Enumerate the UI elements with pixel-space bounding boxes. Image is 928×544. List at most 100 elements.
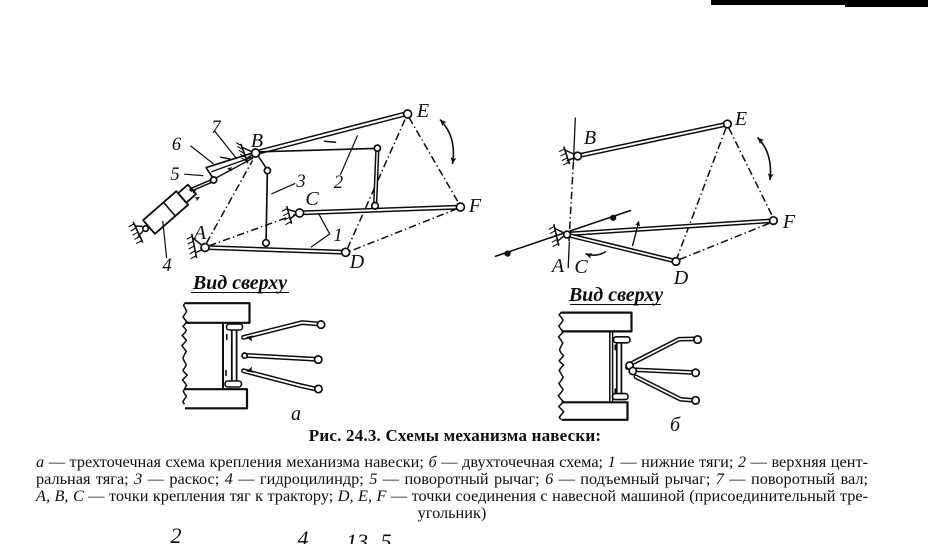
legend-text: — гидроцилиндр; <box>232 468 370 488</box>
legend-line: А, В, С — точки крепления тяг к трактору… <box>36 487 868 504</box>
frame-cap-bottom <box>611 392 629 401</box>
support-hatch-C-bracket <box>289 213 297 221</box>
label-3: 3 <box>295 172 305 192</box>
left-raskos <box>265 172 269 241</box>
legend-line: а — трехточечная схема крепления механиз… <box>36 451 868 471</box>
link-top-core <box>631 338 695 364</box>
vertical-axis-bottom <box>567 241 570 269</box>
legend-text: — подъемный рычаг; <box>553 468 716 488</box>
arrow-head <box>635 220 640 227</box>
next-figure-cutoff-label: 2 <box>170 523 182 544</box>
label-7: 7 <box>211 118 221 138</box>
support-hatch-B-tick <box>561 157 568 162</box>
support-hatch-A-tick <box>549 230 556 235</box>
tractor-wheel-bottom <box>185 388 249 410</box>
label-6: 6 <box>172 135 182 155</box>
legend-text: ральная тяга; <box>36 468 135 488</box>
leader-3 <box>271 183 296 195</box>
axis-E-D <box>676 127 727 259</box>
legend-text: — трехточечная схема крепления механизма… <box>44 451 429 471</box>
top-view-title-b: Вид сверху <box>568 284 664 306</box>
legend-term: D, E, F <box>337 485 387 505</box>
top-view-a: а <box>181 302 326 425</box>
link-top-end <box>316 320 326 330</box>
lift-lever-dash <box>219 156 231 160</box>
arrow-head <box>585 253 593 259</box>
scan-edge-bar-right <box>845 0 928 7</box>
link-bottom-core <box>634 375 693 402</box>
legend-text: — точки соединения с навесной машиной (п… <box>386 485 869 505</box>
subfigure-label-a: а <box>291 403 301 425</box>
frame-cap-top <box>225 323 244 331</box>
link-top-end <box>693 335 703 345</box>
support-hatch-B-tick <box>239 153 246 158</box>
support-hatch-A-bracket <box>554 227 564 234</box>
ball-joint-left <box>504 250 511 257</box>
link-middle-core <box>245 354 316 361</box>
cylinder-piston-line <box>162 201 177 217</box>
legend-text: — двухточечная схема; <box>436 451 608 471</box>
scan-edge-bar <box>711 0 928 5</box>
support-hatch-B-bracket <box>564 149 574 155</box>
legend-text: — нижние тяги; <box>615 451 738 471</box>
lever-corner-to-joint <box>205 167 214 179</box>
cylinder-body <box>142 190 189 235</box>
point-D <box>671 256 681 267</box>
legend-text: — поворотный рычаг; <box>377 468 546 488</box>
joint-right-raskos-top <box>373 144 382 153</box>
label-4: 4 <box>162 256 171 276</box>
axis-A-B <box>205 160 254 244</box>
link-top-core <box>242 321 318 339</box>
support-hatch-B-tick <box>237 145 244 151</box>
arrow-head <box>227 167 233 172</box>
tractor-wheel-top <box>561 311 633 333</box>
support-hatch-C-tick <box>284 216 291 221</box>
leader-2 <box>340 135 358 175</box>
label-A: A <box>550 255 565 277</box>
ball-joint-right <box>610 214 617 221</box>
support-hatch-B-tick <box>238 149 245 154</box>
support-hatch-B-tick <box>560 152 567 157</box>
upper-link-core <box>579 123 727 157</box>
lower-link-C-F-core <box>301 206 460 214</box>
legend-term: 6 <box>545 468 554 488</box>
support-hatch-B-wall <box>563 146 571 165</box>
tractor-wheel-bottom <box>561 401 629 421</box>
support-hatch-cylinder-bracket <box>137 230 144 238</box>
joint-raskos-bottom <box>261 238 271 248</box>
point-B <box>572 151 583 161</box>
upper-link-2-core <box>256 112 408 154</box>
label-E: E <box>734 108 747 130</box>
label-A: A <box>192 222 207 244</box>
joint-lever-rod <box>209 176 218 184</box>
label-F: F <box>468 195 482 217</box>
legend-text: угольник) <box>417 503 487 523</box>
arrow-head <box>767 173 774 180</box>
rotation-arrow <box>439 118 455 165</box>
torn-edge <box>181 302 188 405</box>
subfigure-label-b: б <box>670 414 681 436</box>
label-D: D <box>349 251 365 273</box>
label-B: B <box>584 127 596 149</box>
support-hatch-C-bracket <box>287 208 297 213</box>
legend-line: угольник) <box>36 504 868 521</box>
top-view-title-a: Вид сверху <box>192 272 288 294</box>
support-hatch-A-tick <box>548 225 555 230</box>
point-A <box>200 242 210 253</box>
support-hatch-A-wall <box>191 233 198 259</box>
lower-link-A-F-core <box>568 219 773 235</box>
support-hatch-B-tick <box>235 142 242 147</box>
point-F <box>455 202 466 212</box>
support-hatch-B-tick <box>241 157 248 162</box>
legend-term: 7 <box>715 468 724 488</box>
lower-link-A-D-core <box>206 246 345 254</box>
point-E <box>402 109 413 119</box>
axis-F-D <box>349 207 458 253</box>
legend-text: — поворотный вал; <box>723 468 868 488</box>
axis-E-F <box>408 117 461 205</box>
legend-text: — верхняя цент- <box>746 451 868 471</box>
leader-1-upper <box>318 213 331 235</box>
tractor-wheel-top <box>185 302 251 324</box>
